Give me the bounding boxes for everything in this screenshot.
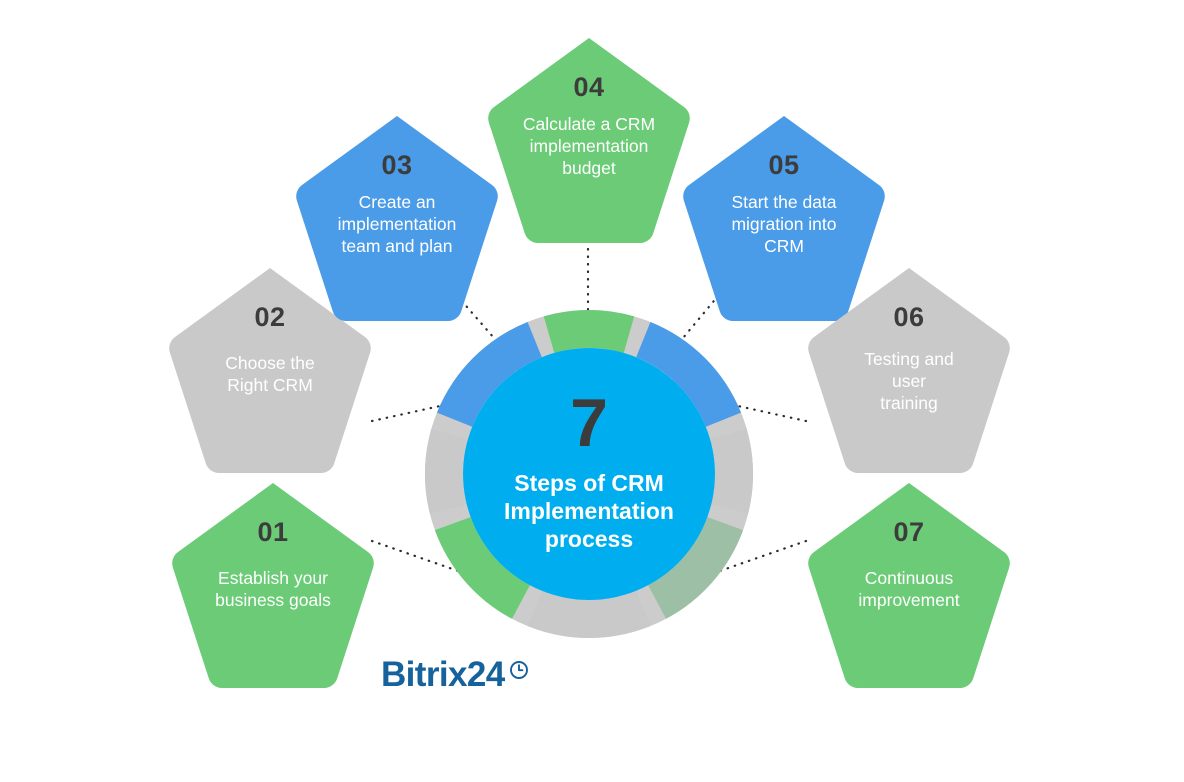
step-card-03[interactable]: 03 Create an implementation team and pla… — [285, 110, 509, 324]
ring-segment-02 — [425, 428, 468, 514]
step-card-04[interactable]: 04 Calculate a CRM implementation budget — [477, 32, 701, 246]
ring-segment-05 — [636, 321, 742, 427]
pentagon-shape-06 — [808, 268, 1010, 473]
pentagon-shape-04 — [488, 38, 690, 243]
bitrix24-logo[interactable]: Bitrix24 — [381, 657, 529, 692]
ring-segment-gap-bottom — [527, 590, 651, 638]
connector-03 — [445, 282, 496, 340]
clock-icon — [509, 660, 528, 679]
pentagon-shape-05 — [683, 116, 885, 321]
ring-chart — [425, 310, 753, 638]
pentagon-shape-02 — [169, 268, 371, 473]
step-card-07[interactable]: 07 Continuous improvement — [797, 477, 1021, 691]
pentagon-shape-03 — [296, 116, 498, 321]
ring-segment-07 — [648, 517, 744, 619]
connector-07 — [712, 539, 808, 575]
pentagon-shape-07 — [808, 483, 1010, 688]
ring-segment-03 — [436, 321, 542, 427]
step-card-06[interactable]: 06 Testing and user training — [797, 262, 1021, 476]
ring-segment-04 — [543, 310, 635, 353]
ring-segment-01 — [434, 517, 530, 619]
logo-wordmark: Bitrix24 — [381, 655, 505, 694]
pentagon-shape-01 — [172, 483, 374, 688]
center-disc — [463, 348, 715, 600]
connector-01 — [370, 539, 466, 575]
ring-segment-06 — [710, 428, 753, 514]
center-wheel: 7 Steps of CRM Implementation process — [425, 310, 753, 638]
step-card-01[interactable]: 01 Establish your business goals — [161, 477, 385, 691]
